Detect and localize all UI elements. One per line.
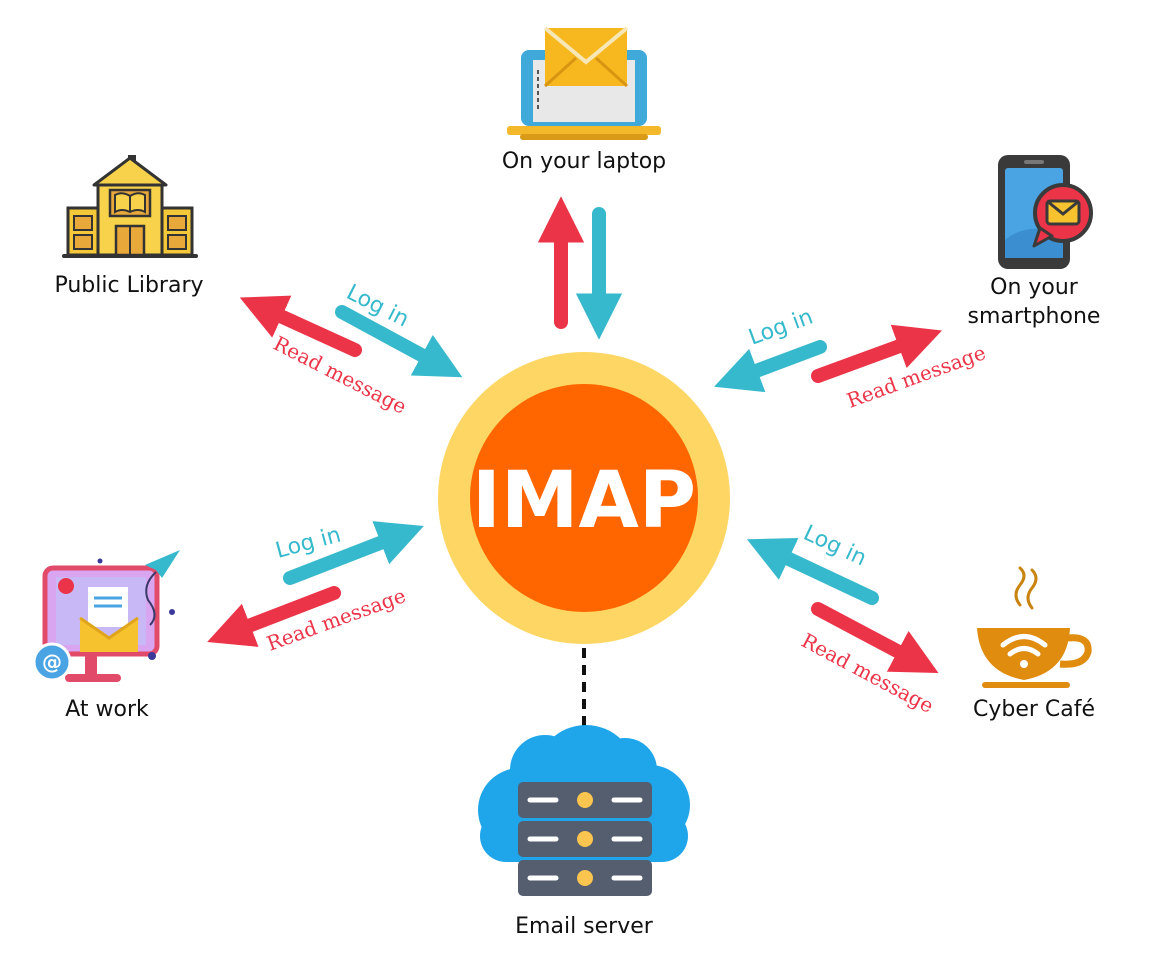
node-work[interactable]: @ At work <box>32 550 180 722</box>
work-label: At work <box>65 697 149 722</box>
label-read-smartphone: Read message <box>844 340 989 412</box>
monitor-email-icon: @ <box>32 550 180 682</box>
coffee-wifi-icon <box>977 566 1092 688</box>
smartphone-label-line1: On your <box>990 275 1079 300</box>
laptop-label: On your laptop <box>502 149 666 174</box>
arrow-read-cafe <box>811 602 939 674</box>
server-rack <box>518 782 652 896</box>
node-server[interactable]: Email server <box>478 725 690 939</box>
node-cafe[interactable]: Cyber Café <box>973 566 1095 722</box>
arrow-read-library <box>239 295 362 357</box>
arrow-login-cafe <box>746 537 879 605</box>
cafe-label: Cyber Café <box>973 697 1095 722</box>
library-label: Public Library <box>54 273 203 298</box>
smartphone-message-icon <box>998 155 1093 269</box>
svg-text:@: @ <box>42 650 62 674</box>
cloud-server-icon <box>478 725 690 896</box>
hub-label: IMAP <box>472 456 696 546</box>
library-building-icon <box>62 155 198 258</box>
arrow-read-smartphone <box>811 324 943 383</box>
hub-inner-circle <box>470 384 698 612</box>
arrow-read-work <box>207 586 341 647</box>
arrow-login-smartphone <box>714 340 827 393</box>
node-smartphone[interactable]: On your smartphone <box>968 155 1101 329</box>
label-login-smartphone: Log in <box>746 304 817 350</box>
server-label: Email server <box>515 914 654 939</box>
imap-hub: IMAP <box>438 352 730 644</box>
smartphone-label-line2: smartphone <box>968 304 1101 329</box>
laptop-email-icon <box>507 26 661 140</box>
arrow-login-library <box>335 305 463 378</box>
node-library[interactable]: Public Library <box>54 155 204 298</box>
arrow-login-work <box>283 521 424 585</box>
node-laptop[interactable]: On your laptop <box>502 26 666 174</box>
